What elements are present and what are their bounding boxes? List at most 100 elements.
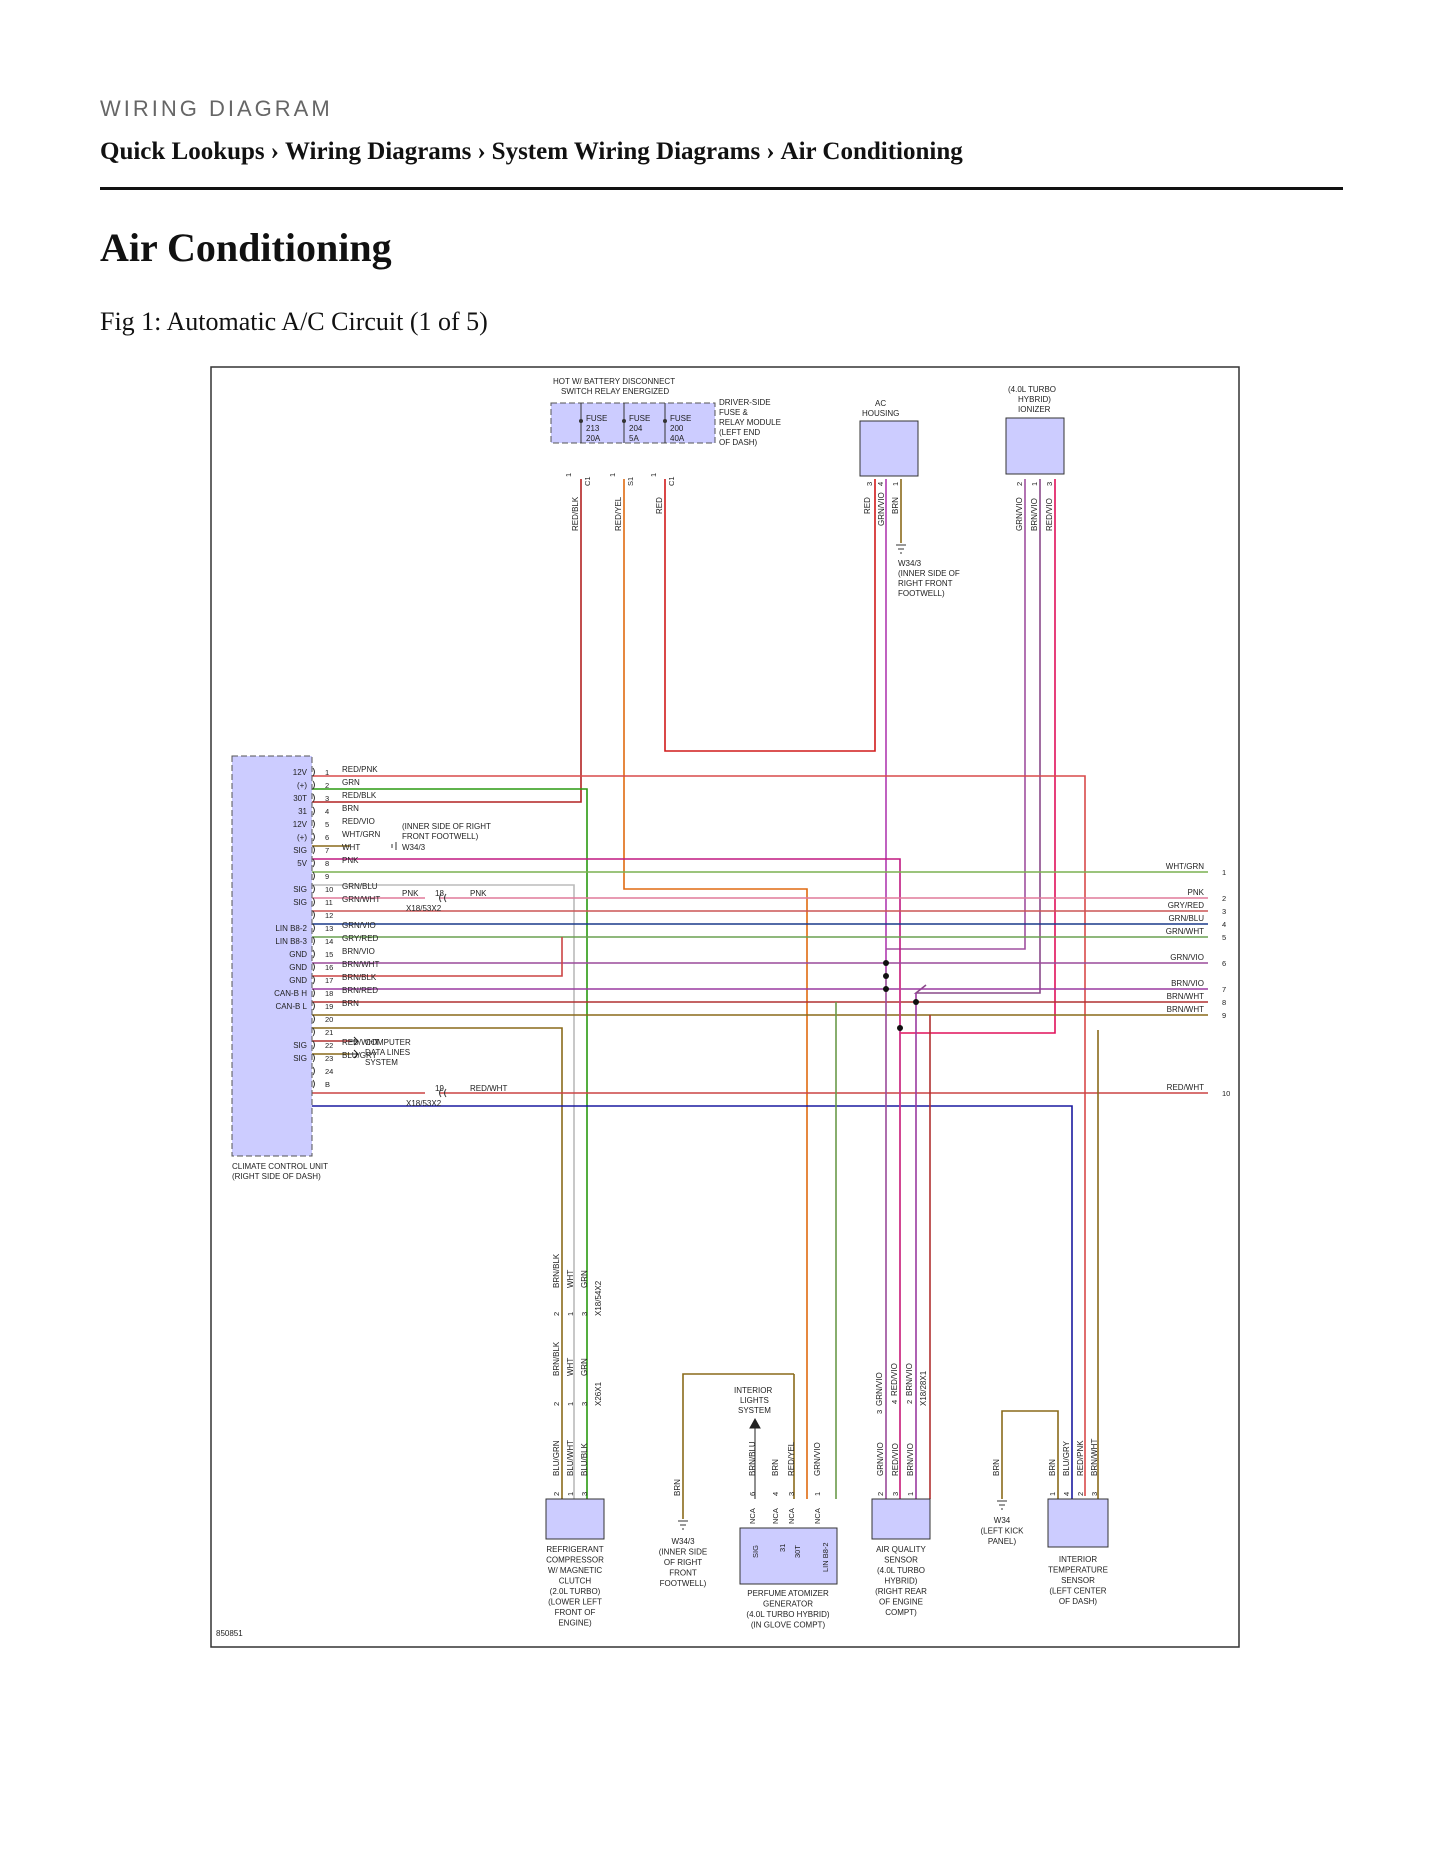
ground-bottom-label-line-5: FOOTWELL) [660,1579,707,1588]
ionizer-label-3: IONIZER [1018,405,1051,414]
ccu-pin-23: 23 [325,1054,333,1063]
perfume-wire-2: BRN [771,1459,780,1476]
ccu-pin-connector-9 [312,871,315,881]
temp-wire-2: BLU/GRY [1062,1440,1071,1476]
compressor-label-line-2: COMPRESSOR [546,1556,604,1565]
ac-wire-grn-vio: GRN/VIO [877,492,886,526]
ccu-pin-connector-6 [312,832,315,842]
fuse-204-amp: 5A [629,434,639,443]
right-edge-num-7: 7 [1222,985,1226,994]
ccu-wire-labels: RED/PNKGRNRED/BLKBRNRED/VIOWHT/GRNWHTPNK… [342,765,380,1060]
ionizer-wire-grn-vio: GRN/VIO [1015,497,1024,531]
inner-ground-note-3: W34/3 [402,843,426,852]
compressor-label-line-4: CLUTCH [559,1577,592,1586]
perfume-inner-4: LIN B8-2 [821,1542,830,1572]
ccu-pin-6: 6 [325,833,329,842]
wire-red-vio-ionizer [900,479,1056,1034]
aq-label-line-3: (4.0L TURBO [877,1566,925,1575]
ccu-pin-connector-11 [312,897,315,907]
w34-label-line-1: W34 [994,1516,1011,1525]
ccu-pin-connector-22 [312,1040,315,1050]
x18-54x2-pin-3: 3 [580,1312,589,1316]
ccu-pin-connector-20 [312,1014,315,1024]
ionizer-pin-1: 1 [1030,482,1039,486]
ground-bottom-label-line-2: (INNER SIDE [659,1548,707,1557]
ground-symbol-w34 [997,1500,1007,1510]
inner-ground-note-1: (INNER SIDE OF RIGHT [402,822,491,831]
wire-grn-vio-ionizer [886,479,1026,950]
x18-53x2-pin-a: 18 [435,889,444,898]
temp-label-line-4: (LEFT CENTER [1049,1587,1106,1596]
interior-lights-2: LIGHTS [740,1396,769,1405]
fuse-204-wire: RED/YEL [614,496,623,531]
ground-symbol-w343-top [896,544,906,554]
compressor-wire-2: BLU/WHT [566,1440,575,1476]
ccu-pin-connector-8 [312,858,315,868]
ccu-signal-4: 31 [298,807,307,816]
compressor-label-line-7: FRONT OF [555,1608,596,1617]
perfume-pin-1: 6 [748,1492,757,1496]
breadcrumb-wiring-diagrams[interactable]: Wiring Diagrams [285,138,472,165]
ccu-pin-20: 20 [325,1015,333,1024]
ccu-wire-7: WHT [342,843,360,852]
ccu-pin-4: 4 [325,807,329,816]
header-divider [100,187,1343,190]
compressor-label-line-6: (LOWER LEFT [548,1598,602,1607]
compressor-label-line-3: W/ MAGNETIC [548,1566,602,1575]
temp-pin-3: 2 [1076,1492,1085,1496]
ccu-pin-13: 13 [325,924,333,933]
fuse-204-num: 204 [629,424,643,433]
right-edge-wire-10: RED/WHT [1167,1083,1204,1092]
ccu-pin-7: 7 [325,846,329,855]
ccu-wire-8: PNK [342,856,359,865]
ccu-pin-connector-21 [312,1027,315,1037]
breadcrumb-air-conditioning[interactable]: Air Conditioning [780,138,963,165]
connector-x18-28x1: GRN/VIO RED/VIO BRN/VIO 3 4 2 X18/28X1 [875,1363,928,1414]
air-quality-sensor [871,1498,931,1540]
ac-pin-3: 3 [865,482,874,486]
ccu-pin-connector-4 [312,806,315,816]
right-edge-wire-6: GRN/VIO [1170,953,1204,962]
aq-wire-3: BRN/VIO [906,1443,915,1476]
ccu-pin-connector-13 [312,923,315,933]
ccu-pin-21: 21 [325,1028,333,1037]
interior-temp-wires: BRN BLU/GRY RED/PNK BRN/WHT 1 4 2 3 [1048,1439,1099,1496]
breadcrumb-separator: › [270,138,279,165]
fuse-213-num: 213 [586,424,600,433]
fuse-200-num: 200 [670,424,684,433]
fuse-module [550,402,716,444]
ac-pin-1: 1 [891,482,900,486]
perfume-label-line-1: PERFUME ATOMIZER [747,1589,829,1598]
aq-label-line-6: OF ENGINE [879,1598,923,1607]
x18-54x2-pin-1: 2 [552,1312,561,1316]
ccu-wire-11: GRN/WHT [342,895,380,904]
x18-28x1-wire-2: RED/VIO [890,1363,899,1396]
right-edge-num-5: 5 [1222,933,1226,942]
breadcrumb-quick-lookups[interactable]: Quick Lookups [100,138,265,165]
temp-label-line-1: INTERIOR [1059,1555,1097,1564]
splice-points [883,960,919,1031]
perfume-nca-4: NCA [813,1508,822,1524]
computer-data-lines-2: DATA LINES [365,1048,410,1057]
temp-label-line-2: TEMPERATURE [1048,1566,1108,1575]
fuse-204-name: FUSE [629,414,650,423]
ionizer-pin-2: 2 [1015,482,1024,486]
x18-28x1-pin-3: 2 [905,1400,914,1404]
right-edge-wire-3: GRY/RED [1168,901,1205,910]
breadcrumb-system-wiring-diagrams[interactable]: System Wiring Diagrams [491,138,761,165]
ac-housing [859,420,919,477]
perfume-inner-2: 31 [778,1544,787,1552]
interior-temperature-sensor [1047,1498,1109,1548]
temp-pin-2: 4 [1062,1492,1071,1496]
wire-red-blk [312,479,582,803]
ccu-pin-3: 3 [325,794,329,803]
perfume-nca-2: NCA [771,1508,780,1524]
compressor-label-line-1: REFRIGERANT [546,1545,603,1554]
ccu-wire-16: BRN/WHT [342,960,379,969]
right-edge-num-4: 4 [1222,920,1226,929]
right-edge-num-1: 1 [1222,868,1226,877]
ccu-wire-2: GRN [342,778,360,787]
